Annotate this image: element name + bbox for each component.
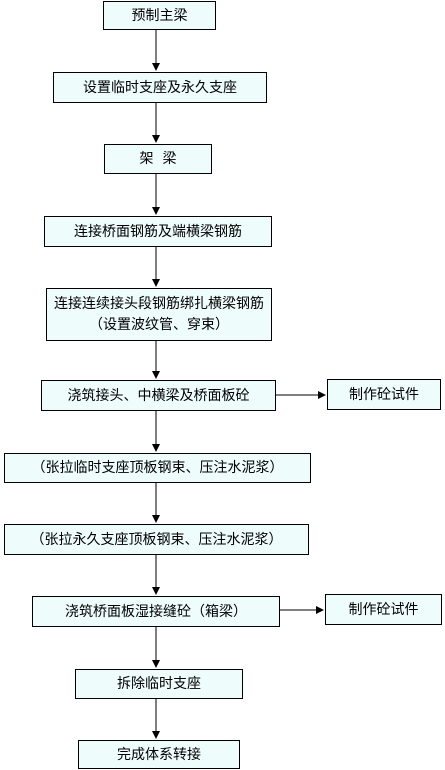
step-continuous-joint-rebar: 连接连续接头段钢筋绑扎横梁钢筋（设置波纹管、穿束） xyxy=(46,288,272,341)
step-tension-temporary-bearing: （张拉临时支座顶板钢束、压注水泥浆） xyxy=(4,453,311,483)
step-erect-girder: 架 梁 xyxy=(104,144,212,174)
step-connect-deck-rebar: 连接桥面钢筋及端横梁钢筋 xyxy=(44,216,272,247)
step-complete-system-conversion: 完成体系转接 xyxy=(78,740,240,769)
side-make-concrete-specimen-1: 制作砼试件 xyxy=(327,379,441,410)
step-pour-joints-concrete: 浇筑接头、中横梁及桥面板砼 xyxy=(41,380,276,411)
step-set-bearings: 设置临时支座及永久支座 xyxy=(53,72,267,103)
side-make-concrete-specimen-2: 制作砼试件 xyxy=(325,594,442,625)
step-pour-wet-joint: 浇筑桥面板湿接缝砼（箱梁） xyxy=(32,596,280,627)
step-prefab-main-girder: 预制主梁 xyxy=(103,1,216,30)
step-tension-permanent-bearing: （张拉永久支座顶板钢束、压注水泥浆） xyxy=(4,524,309,555)
step-remove-temporary-bearing: 拆除临时支座 xyxy=(75,669,243,699)
